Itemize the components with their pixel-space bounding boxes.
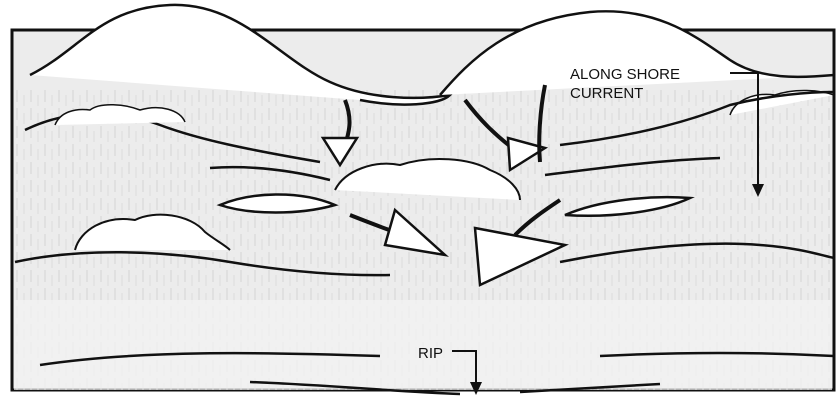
rip-label: RIP — [418, 345, 443, 362]
along-shore-label-line2: CURRENT — [570, 85, 643, 102]
along-shore-label-line1: ALONG SHORE — [570, 66, 680, 83]
